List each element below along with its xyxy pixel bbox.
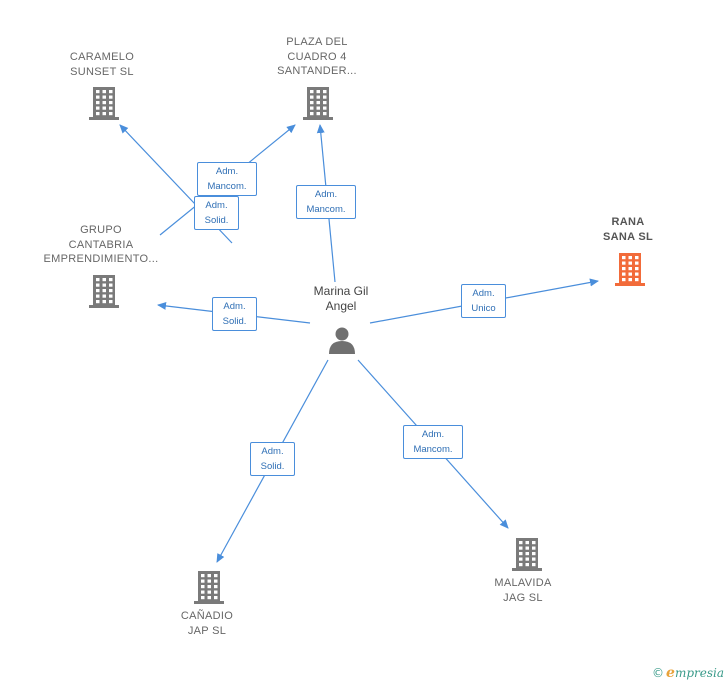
relation-label-unico-rana: Adm. Unico (461, 284, 506, 318)
building-icon-canadio[interactable] (194, 571, 224, 604)
building-icon-rana[interactable] (615, 253, 645, 286)
building-icon-malavida[interactable] (512, 538, 542, 571)
company-label-plaza[interactable]: PLAZA DEL CUADRO 4 SANTANDER... (277, 36, 357, 77)
relation-label-mancom-malavida: Adm. Mancom. (403, 425, 463, 459)
relation-label-solid-grupo: Adm. Solid. (212, 297, 257, 331)
relation-label-solid-canadio: Adm. Solid. (250, 442, 295, 476)
relation-label-solid-plaza: Adm. Solid. (194, 196, 239, 230)
company-label-malavida[interactable]: MALAVIDA JAG SL (494, 577, 552, 604)
building-icon-plaza[interactable] (303, 87, 333, 120)
person-icon[interactable] (329, 327, 355, 355)
company-label-canadio[interactable]: CAÑADIO JAP SL (180, 610, 234, 637)
brand-name: mpresia (674, 666, 724, 680)
relation-label-mancom-caramelo: Adm. Mancom. (197, 162, 257, 196)
company-label-grupo[interactable]: GRUPO CANTABRIA EMPRENDIMIENTO... (43, 224, 159, 265)
icons (89, 87, 645, 604)
copyright-symbol: © (652, 666, 665, 680)
empresia-logo[interactable]: ©empresia (652, 665, 724, 681)
brand-initial: e (666, 665, 675, 681)
center-person-name[interactable]: Marina Gil Angel (313, 284, 369, 313)
company-label-caramelo[interactable]: CARAMELO SUNSET SL (69, 51, 135, 78)
company-label-rana[interactable]: RANA SANA SL (603, 216, 653, 243)
building-icon-grupo[interactable] (89, 275, 119, 308)
relation-label-mancom-plaza: Adm. Mancom. (296, 185, 356, 219)
building-icon-caramelo[interactable] (89, 87, 119, 120)
edges (119, 124, 599, 563)
